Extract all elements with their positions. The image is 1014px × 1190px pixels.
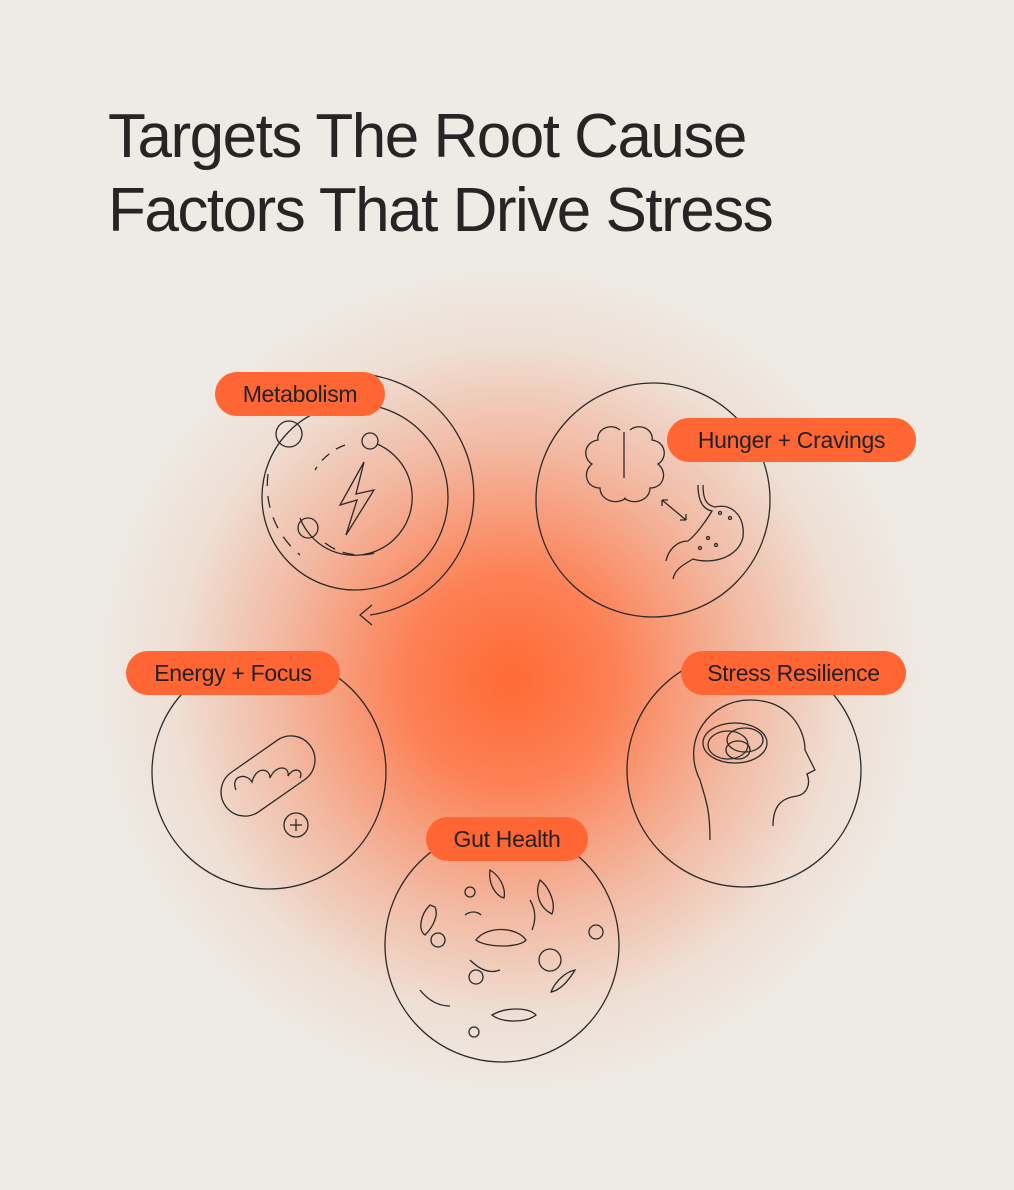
- gut-bacteria-icon: [384, 827, 620, 1063]
- energy-cycle-icon: [261, 373, 475, 626]
- title-line-2: Factors That Drive Stress: [108, 176, 774, 245]
- brain-stomach-icon: [535, 382, 771, 618]
- factor-label-metabolism: Metabolism: [215, 372, 385, 416]
- title-line-1: Targets The Root Cause: [108, 102, 747, 171]
- factor-label-energy-focus: Energy + Focus: [126, 651, 340, 695]
- factor-label-stress-resilience: Stress Resilience: [681, 651, 906, 695]
- factor-label-gut-health: Gut Health: [426, 817, 588, 861]
- factor-label-hunger-cravings: Hunger + Cravings: [667, 418, 916, 462]
- page-title: Targets The Root Cause Factors That Driv…: [108, 100, 774, 248]
